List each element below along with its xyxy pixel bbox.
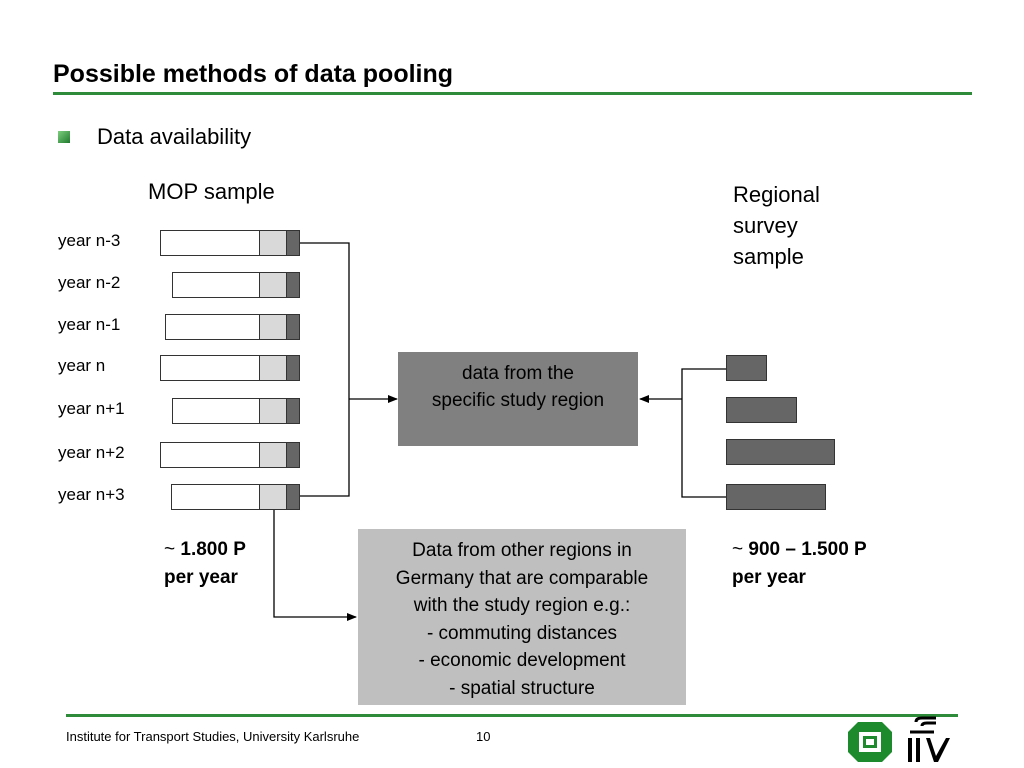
mop-year-bar <box>160 230 300 256</box>
university-karlsruhe-logo <box>848 722 892 762</box>
mop-year-bar <box>165 314 300 340</box>
study-region-line: specific study region <box>431 390 605 411</box>
regional-survey-bar <box>726 397 797 423</box>
regional-count-unit: per year <box>732 567 806 588</box>
bar-segment-light <box>259 399 286 423</box>
regional-heading-line: survey <box>733 213 798 238</box>
regional-count-value: 900 – 1.500 P <box>748 539 867 560</box>
tilde: ~ <box>164 539 176 560</box>
bar-segment-dark <box>286 231 299 255</box>
year-label: year n+2 <box>58 443 125 462</box>
slide-title: Possible methods of data pooling <box>53 60 454 88</box>
title-rule <box>53 92 972 95</box>
mop-year-bar <box>160 442 300 468</box>
bar-segment-light <box>259 315 286 339</box>
year-label: year n-1 <box>58 315 121 334</box>
bar-segment-dark <box>286 315 299 339</box>
regional-survey-bar <box>726 355 767 381</box>
ifv-logo <box>908 716 950 762</box>
other-regions-line: - commuting distances <box>426 622 618 644</box>
regional-heading-line: sample <box>733 244 804 269</box>
bar-segment-dark <box>286 273 299 297</box>
bullet-text: Data availability <box>97 124 252 149</box>
mop-sample-heading: MOP sample <box>148 179 275 204</box>
bar-segment-light <box>259 273 286 297</box>
bar-segment-light <box>259 485 286 509</box>
other-regions-line: with the study region e.g.: <box>413 595 631 616</box>
year-label: year n-2 <box>58 273 121 292</box>
tilde: ~ <box>732 539 744 560</box>
bar-segment-light <box>259 356 286 380</box>
study-region-line: data from the <box>462 363 574 384</box>
other-regions-line: Data from other regions in <box>412 540 632 561</box>
footer-institute: Institute for Transport Studies, Univers… <box>66 729 360 744</box>
other-regions-line: - spatial structure <box>449 677 595 699</box>
mop-count-value: 1.800 P <box>180 539 246 560</box>
regional-count: ~ 900 – 1.500 P per year <box>732 536 867 592</box>
year-label: year n+1 <box>58 399 125 418</box>
regional-bracket-line <box>681 368 726 498</box>
bar-segment-dark <box>286 399 299 423</box>
page-number: 10 <box>476 729 491 744</box>
other-regions-line: Germany that are comparable <box>395 567 649 589</box>
regional-survey-bar <box>726 484 826 510</box>
bar-segment-dark <box>286 443 299 467</box>
year-label: year n <box>58 356 106 375</box>
bar-segment-dark <box>286 356 299 380</box>
year-label: year n-3 <box>58 231 121 250</box>
mop-count: ~ 1.800 P per year <box>164 536 246 592</box>
bar-segment-light <box>259 231 286 255</box>
bullet-square-icon <box>58 131 70 143</box>
mop-year-bar <box>172 272 300 298</box>
regional-survey-heading: Regional survey sample <box>733 179 820 272</box>
year-label: year n+3 <box>58 485 125 504</box>
study-region-box: data from the specific study region <box>398 352 638 446</box>
other-regions-line: - economic development <box>418 650 626 671</box>
mop-count-unit: per year <box>164 567 238 588</box>
regional-survey-bar <box>726 439 835 465</box>
bar-segment-dark <box>286 485 299 509</box>
mop-year-bar <box>160 355 300 381</box>
regional-heading-line: Regional <box>733 182 820 207</box>
mop-to-other-regions-arrow <box>273 510 357 621</box>
bar-segment-light <box>259 443 286 467</box>
mop-year-bar <box>171 484 300 510</box>
footer-rule <box>66 714 958 717</box>
other-regions-box: Data from other regions in Germany that … <box>358 529 686 705</box>
mop-bracket-line <box>300 242 350 497</box>
mop-year-bar <box>172 398 300 424</box>
